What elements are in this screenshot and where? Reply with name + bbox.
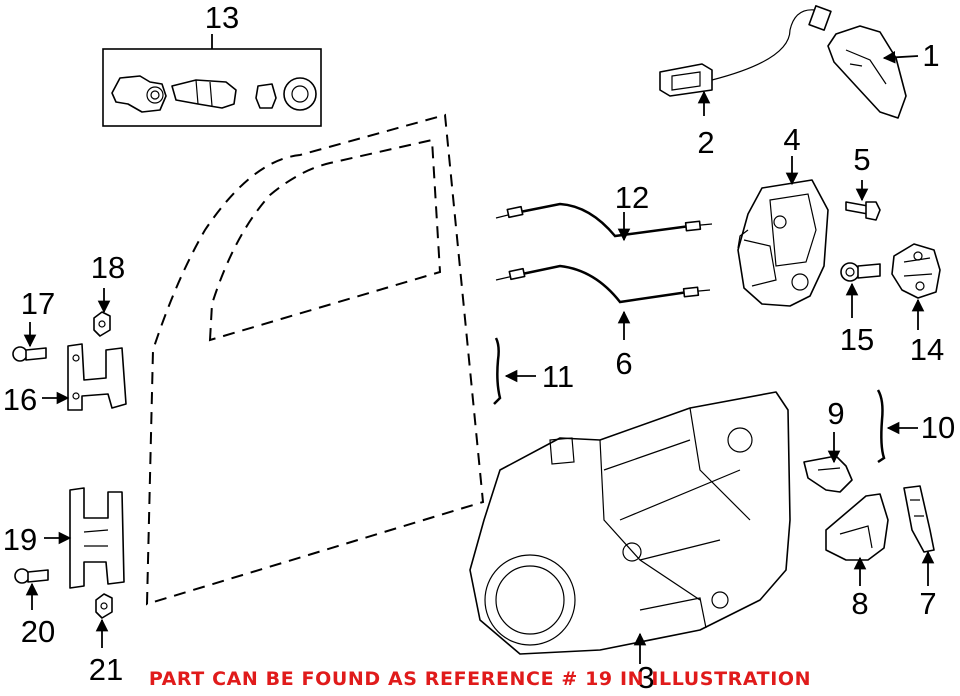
callout-13: 13 (205, 0, 239, 35)
hinge-nut-upper (93, 311, 111, 337)
callout-14: 14 (910, 332, 944, 367)
callout-7: 7 (919, 586, 936, 621)
callout-17: 17 (21, 286, 55, 321)
lower-hinge (69, 487, 125, 589)
handle-switch (659, 5, 832, 97)
callout-9: 9 (827, 396, 844, 431)
outside-handle (827, 25, 907, 119)
window-regulator-panel (469, 391, 791, 655)
callout-2: 2 (697, 125, 714, 160)
latch-screw (845, 201, 881, 221)
callout-20: 20 (21, 614, 55, 649)
lower-control-rod (495, 264, 711, 304)
window-bracket (825, 493, 889, 561)
lock-cylinder-kit (102, 48, 322, 127)
hinge-nut-lower (95, 593, 113, 619)
upper-control-rod (495, 202, 713, 238)
striker-bolt (840, 262, 881, 282)
callout-12: 12 (615, 180, 649, 215)
callout-5: 5 (853, 142, 870, 177)
callout-21: 21 (89, 652, 123, 687)
small-bracket (803, 455, 853, 493)
guide-strip (903, 485, 935, 553)
hinge-bolt-lower (14, 568, 49, 584)
callout-1: 1 (922, 38, 939, 73)
callout-15: 15 (840, 322, 874, 357)
callout-4: 4 (783, 122, 800, 157)
callout-3: 3 (637, 660, 654, 695)
callout-11: 11 (542, 359, 574, 394)
door-striker (891, 243, 941, 299)
upper-hinge (67, 343, 127, 411)
hinge-bolt-upper (12, 346, 47, 362)
callout-8: 8 (851, 586, 868, 621)
callout-16: 16 (3, 382, 37, 417)
rod-clip-right (876, 389, 886, 464)
callout-6: 6 (615, 346, 632, 381)
callout-10: 10 (921, 410, 955, 445)
callout-labels: 13 1 2 4 5 12 6 15 14 11 10 9 8 7 18 17 … (3, 0, 955, 695)
callout-19: 19 (3, 522, 37, 557)
callout-18: 18 (91, 250, 125, 285)
door-latch (737, 179, 829, 307)
leader-lines (23, 34, 935, 664)
door-outline (145, 113, 485, 606)
rod-clip (493, 337, 502, 405)
reference-notice: PART CAN BE FOUND AS REFERENCE # 19 IN I… (149, 668, 811, 690)
